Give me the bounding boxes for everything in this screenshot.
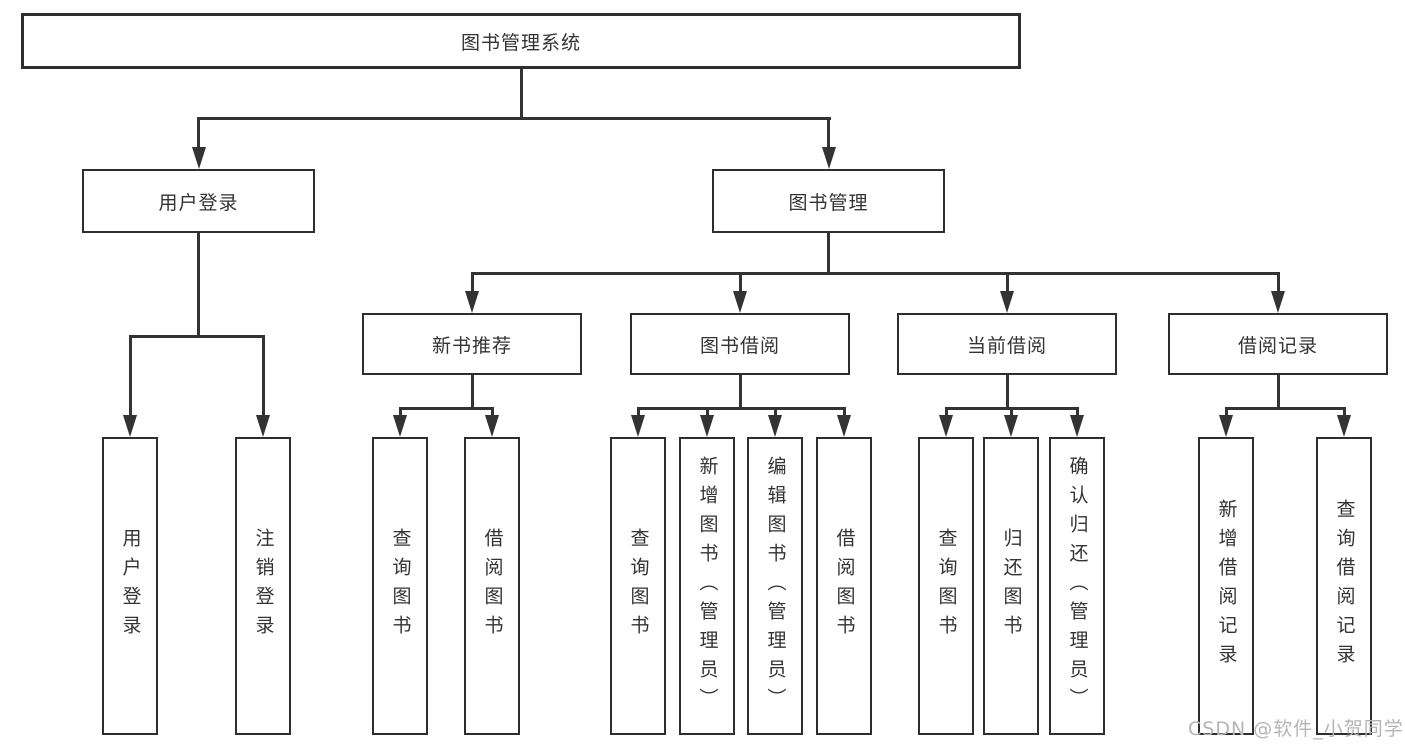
connector-line bbox=[827, 117, 830, 149]
connector-line bbox=[470, 272, 474, 293]
arrowhead bbox=[191, 147, 206, 169]
node-user-login: 用户登录 bbox=[82, 169, 315, 233]
connector-line bbox=[773, 407, 777, 417]
node-label: 借阅记录 bbox=[1237, 334, 1318, 357]
leaf-label: 查询图书 bbox=[389, 528, 412, 644]
leaf-logout: 注销登录 bbox=[235, 437, 291, 735]
leaf-label: 借阅图书 bbox=[833, 528, 856, 644]
node-label: 图书管理系统 bbox=[460, 31, 581, 54]
connector-line bbox=[738, 375, 742, 410]
connector-line bbox=[197, 117, 831, 120]
arrowhead bbox=[700, 415, 714, 437]
leaf-label: 归还图书 bbox=[1000, 528, 1023, 644]
connector-line bbox=[636, 407, 846, 410]
leaf-label: 新增借阅记录 bbox=[1215, 499, 1238, 673]
leaf-return-books: 归还图书 bbox=[983, 437, 1039, 735]
node-book-borrowing: 图书借阅 bbox=[630, 313, 850, 375]
leaf-label: 确认归还（管理员） bbox=[1066, 455, 1089, 717]
leaf-confirm-return-admin: 确认归还（管理员） bbox=[1049, 437, 1105, 735]
arrowhead bbox=[837, 415, 851, 437]
connector-line bbox=[128, 335, 265, 338]
connector-line bbox=[398, 407, 494, 410]
arrowhead bbox=[1337, 415, 1351, 437]
leaf-label: 查询图书 bbox=[627, 528, 650, 644]
arrowhead bbox=[256, 415, 270, 437]
leaf-label: 查询图书 bbox=[935, 528, 958, 644]
leaf-label: 借阅图书 bbox=[481, 528, 504, 644]
connector-line bbox=[261, 335, 265, 417]
arrowhead bbox=[821, 147, 836, 169]
node-label: 当前借阅 bbox=[966, 334, 1047, 357]
connector-line bbox=[827, 233, 830, 275]
leaf-label: 查询借阅记录 bbox=[1333, 499, 1356, 673]
connector-line bbox=[1276, 272, 1280, 293]
arrowhead bbox=[1070, 415, 1084, 437]
arrowhead bbox=[1271, 291, 1285, 313]
node-label: 新书推荐 bbox=[431, 334, 512, 357]
node-library-management-system: 图书管理系统 bbox=[21, 13, 1021, 69]
arrowhead bbox=[733, 291, 747, 313]
leaf-borrow-books: 借阅图书 bbox=[816, 437, 872, 735]
connector-line bbox=[1009, 407, 1013, 417]
connector-line bbox=[470, 375, 474, 410]
node-label: 用户登录 bbox=[158, 191, 239, 214]
connector-line bbox=[944, 407, 948, 417]
arrowhead bbox=[1004, 415, 1018, 437]
connector-line bbox=[197, 117, 200, 149]
leaf-add-borrow-record: 新增借阅记录 bbox=[1198, 437, 1254, 735]
connector-line bbox=[1224, 407, 1228, 417]
leaf-label: 编辑图书（管理员） bbox=[764, 455, 787, 717]
arrowhead bbox=[1000, 291, 1014, 313]
arrowhead bbox=[768, 415, 782, 437]
connector-line bbox=[1224, 407, 1346, 410]
node-label: 图书管理 bbox=[788, 191, 869, 214]
arrowhead bbox=[939, 415, 953, 437]
connector-line bbox=[1005, 375, 1009, 410]
leaf-query-books-current: 查询图书 bbox=[918, 437, 974, 735]
connector-line bbox=[636, 407, 640, 417]
watermark: CSDN @软件_小贺同学 bbox=[1188, 718, 1404, 740]
leaf-borrow-books-recommend: 借阅图书 bbox=[464, 437, 520, 735]
connector-line bbox=[1342, 407, 1346, 417]
node-label: 图书借阅 bbox=[699, 334, 780, 357]
leaf-label: 注销登录 bbox=[252, 528, 275, 644]
connector-line bbox=[1005, 272, 1009, 293]
node-book-management: 图书管理 bbox=[712, 169, 945, 233]
leaf-label: 用户登录 bbox=[119, 528, 142, 644]
leaf-query-borrow-record: 查询借阅记录 bbox=[1316, 437, 1372, 735]
connector-line bbox=[470, 272, 1280, 275]
arrowhead bbox=[465, 291, 479, 313]
connector-line bbox=[519, 69, 523, 118]
leaf-label: 新增图书（管理员） bbox=[696, 455, 719, 717]
node-borrowing-records: 借阅记录 bbox=[1168, 313, 1388, 375]
arrowhead bbox=[1219, 415, 1233, 437]
connector-line bbox=[1075, 407, 1079, 417]
arrowhead bbox=[631, 415, 645, 437]
leaf-add-books-admin: 新增图书（管理员） bbox=[679, 437, 735, 735]
leaf-query-books-borrowing: 查询图书 bbox=[610, 437, 666, 735]
node-new-book-recommend: 新书推荐 bbox=[362, 313, 582, 375]
connector-line bbox=[705, 407, 709, 417]
node-current-borrowing: 当前借阅 bbox=[897, 313, 1117, 375]
connector-line bbox=[1276, 375, 1280, 410]
connector-line bbox=[197, 233, 200, 338]
connector-line bbox=[398, 407, 402, 417]
leaf-user-login: 用户登录 bbox=[102, 437, 158, 735]
connector-line bbox=[842, 407, 846, 417]
arrowhead bbox=[393, 415, 407, 437]
leaf-query-books-recommend: 查询图书 bbox=[372, 437, 428, 735]
connector-line bbox=[128, 335, 132, 417]
leaf-edit-books-admin: 编辑图书（管理员） bbox=[747, 437, 803, 735]
arrowhead bbox=[123, 415, 137, 437]
arrowhead bbox=[485, 415, 499, 437]
connector-line bbox=[738, 272, 742, 293]
connector-line bbox=[490, 407, 494, 417]
